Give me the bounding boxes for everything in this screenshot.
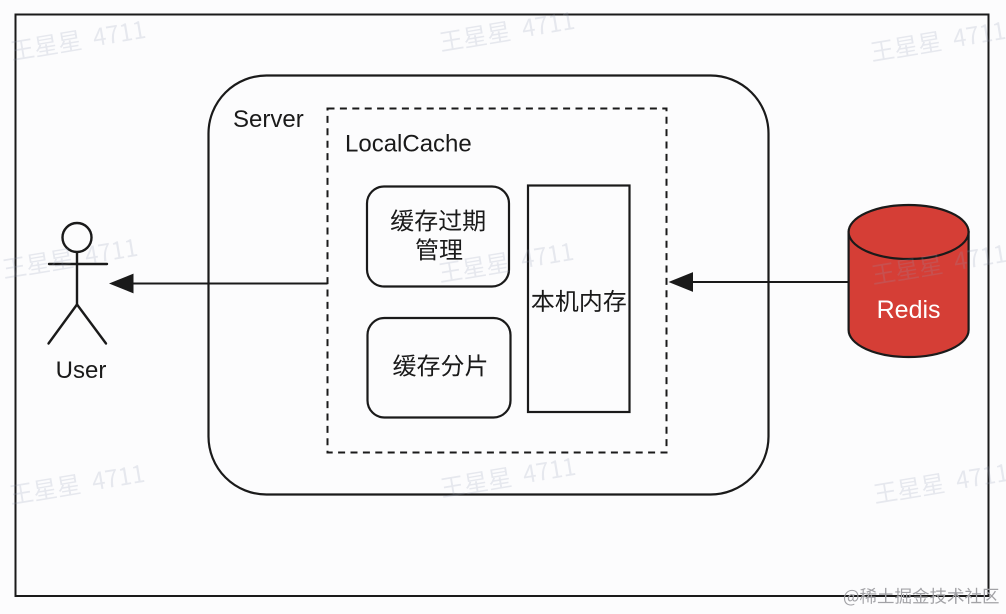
redis-cylinder-body	[847, 230, 970, 359]
redis-cylinder: Redis	[847, 203, 970, 359]
arrow-redis-to-localcache-head	[668, 272, 693, 292]
watermark-text	[2, 238, 138, 279]
server-box	[207, 74, 770, 496]
arrow-localcache-to-user-head	[109, 273, 134, 294]
user-label: User	[56, 357, 107, 384]
watermark-text	[9, 464, 145, 505]
cache-expiry-box	[365, 185, 511, 288]
redis-cylinder-top	[847, 203, 970, 261]
watermark-text	[440, 457, 576, 498]
user-leg-right	[75, 303, 108, 345]
arrow-localcache-to-user	[109, 273, 328, 294]
watermark-text	[870, 21, 1006, 62]
watermark-text	[873, 463, 1006, 504]
local-memory-box	[526, 184, 631, 414]
arrow-redis-to-localcache	[668, 272, 848, 292]
localcache-box	[326, 107, 668, 454]
user-figure	[47, 221, 109, 345]
user-head	[61, 221, 93, 254]
server-label: Server	[233, 106, 304, 133]
cache-shard-box	[366, 316, 512, 419]
user-leg-left	[47, 303, 79, 345]
redis-label: Redis	[877, 296, 941, 324]
watermark-text	[439, 11, 575, 52]
watermark-text	[10, 20, 146, 61]
outer-frame	[14, 13, 990, 597]
localcache-label: LocalCache	[345, 131, 472, 158]
